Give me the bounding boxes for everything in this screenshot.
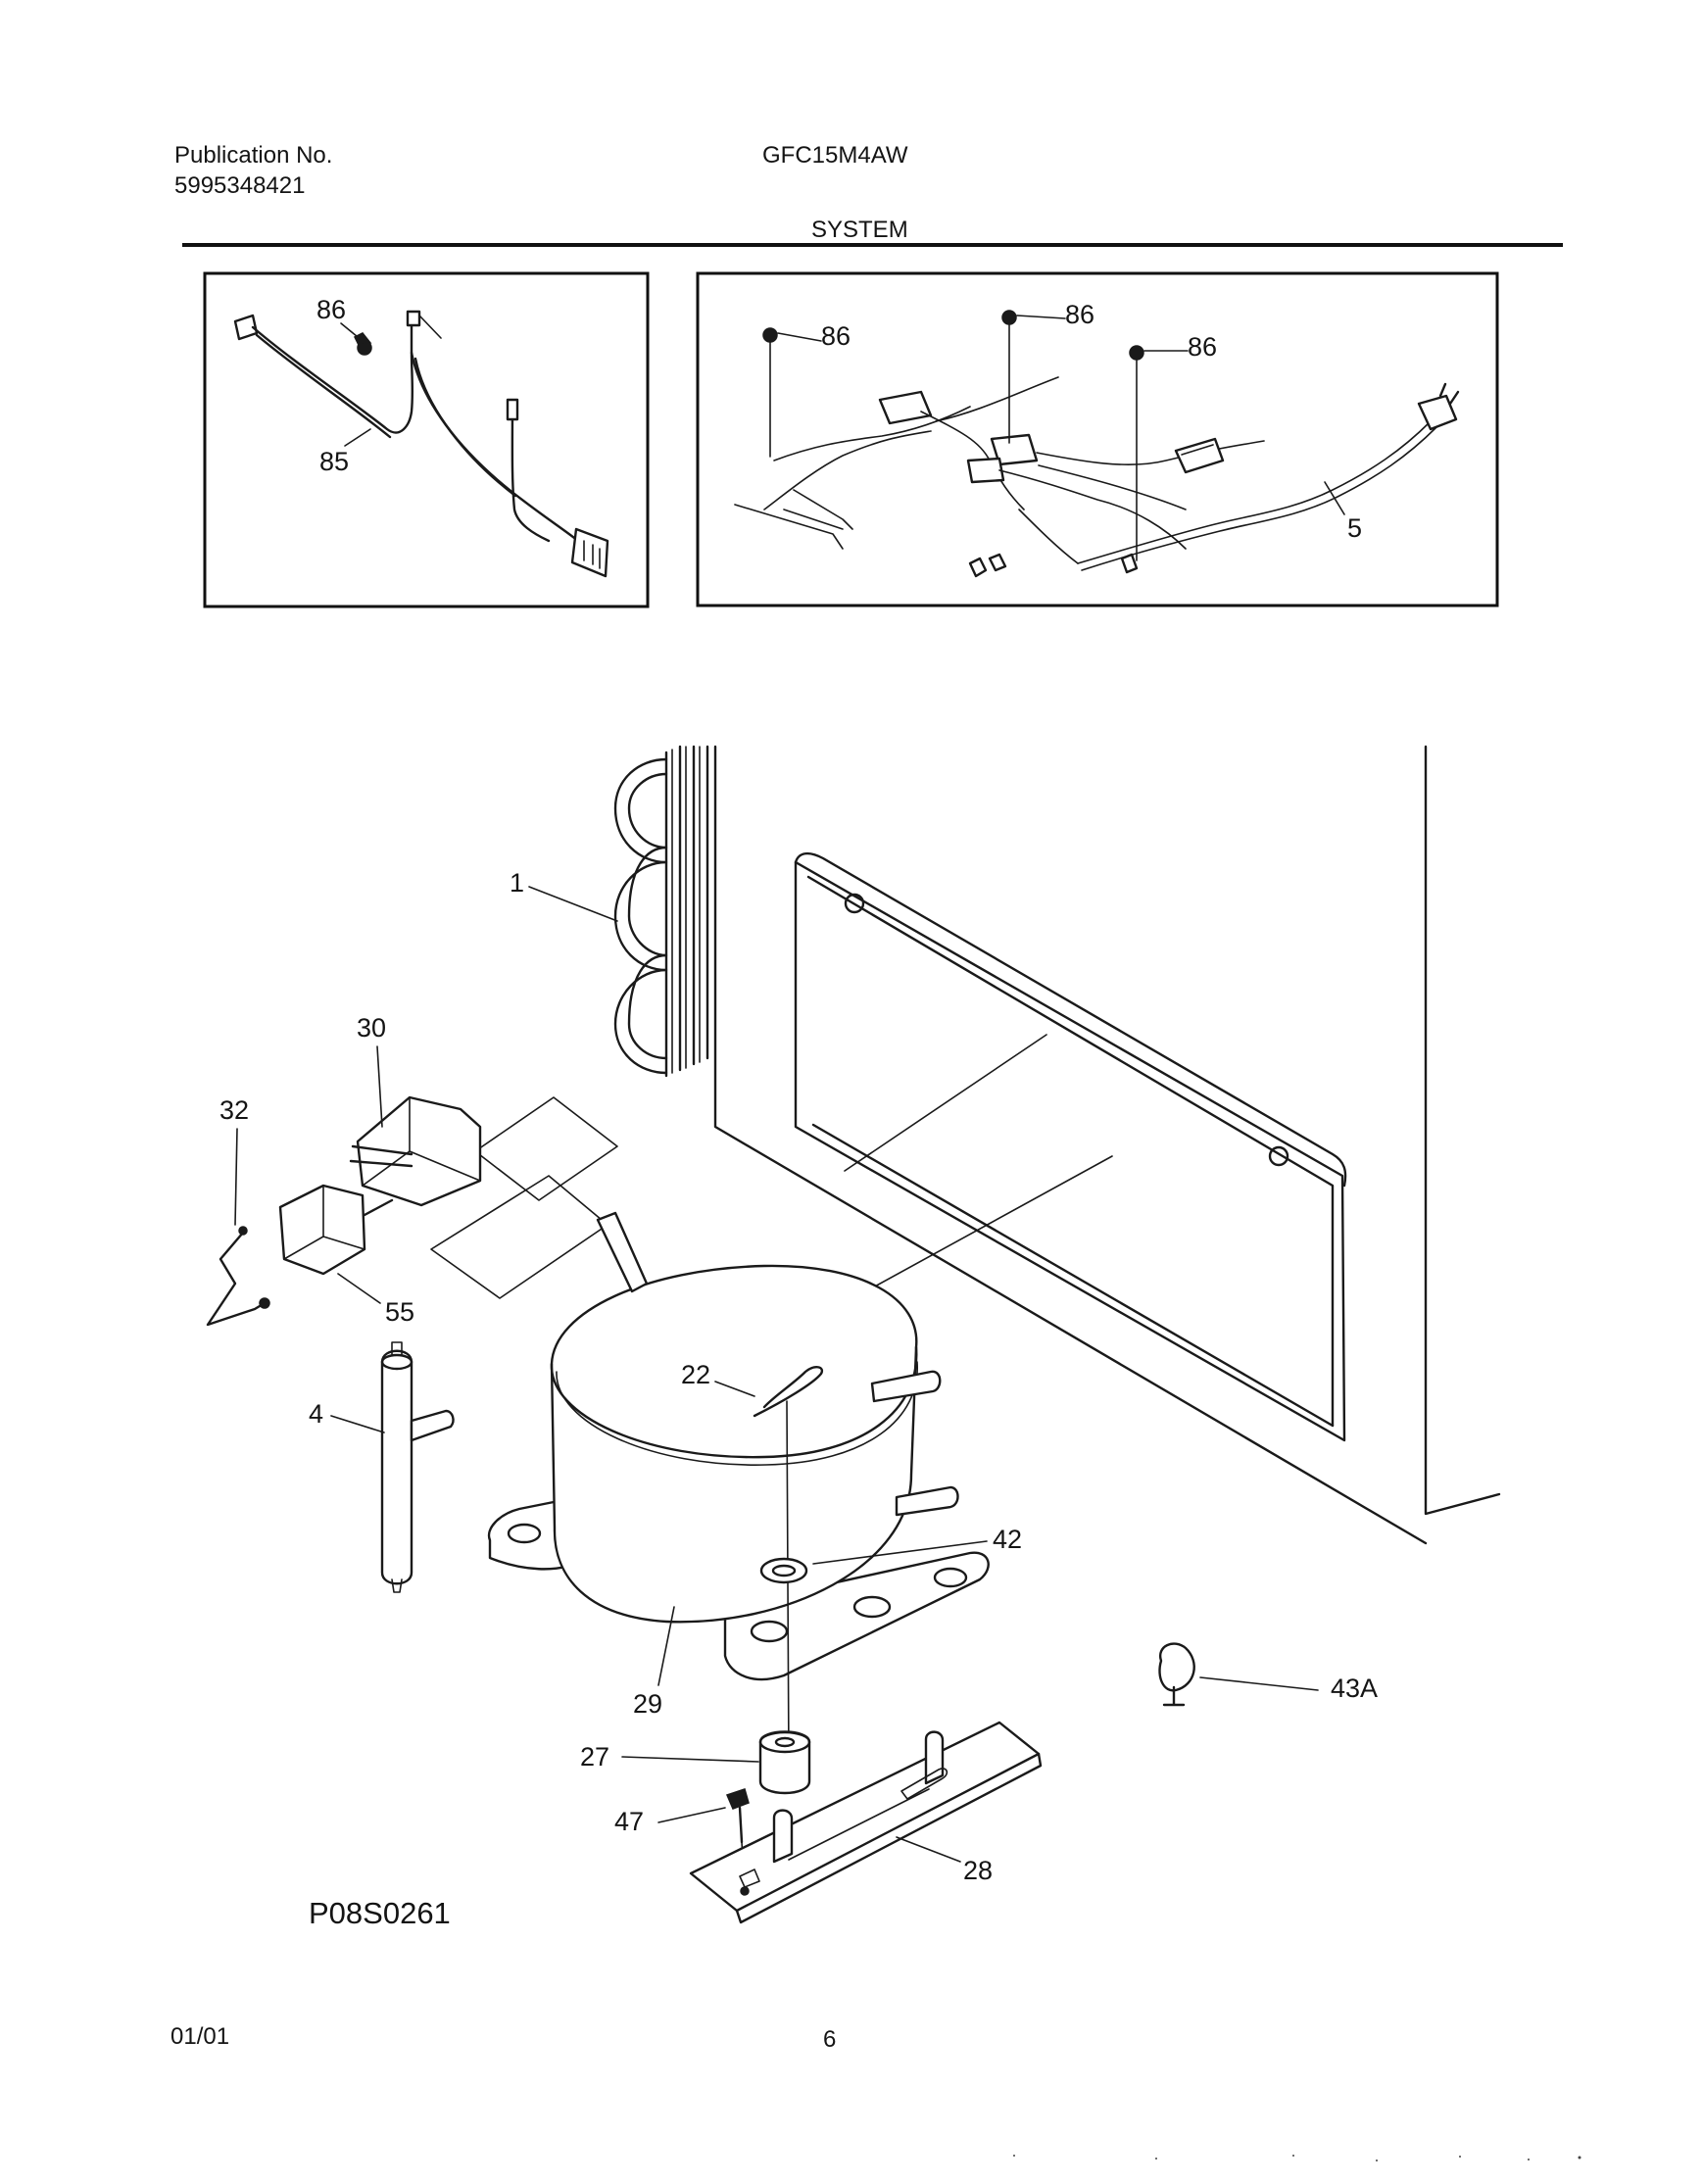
footer-date: 01/01 (170, 2023, 230, 2050)
power-cord-drawing (734, 310, 1460, 578)
callout-86-b: 86 (1065, 300, 1094, 329)
callout-4: 4 (309, 1399, 323, 1429)
publication-label: Publication No. (174, 142, 333, 169)
inset-left-frame (203, 271, 650, 608)
mounting-grommet-27-icon (758, 1730, 811, 1795)
callout-47: 47 (614, 1807, 644, 1836)
filter-dryer-drawing (380, 1341, 455, 1593)
callout-85: 85 (319, 447, 349, 476)
relay-assembly-drawing (206, 1095, 618, 1327)
screw-86-icon (1129, 345, 1144, 361)
publication-number: 5995348421 (174, 172, 306, 199)
model-number: GFC15M4AW (762, 142, 908, 169)
callout-42: 42 (993, 1525, 1022, 1554)
plug-icon (1417, 394, 1458, 431)
inset-right-frame (696, 271, 1499, 607)
diagram-code: P08S0261 (309, 1896, 451, 1930)
condenser-coil-drawing (613, 745, 709, 1078)
harness-85-drawing (233, 310, 609, 578)
mounting-rail-28-drawing (689, 1721, 1043, 1924)
callout-30: 30 (357, 1013, 386, 1043)
callout-32: 32 (219, 1095, 249, 1125)
screw-86-icon (762, 327, 778, 343)
inset-left: 86 85 (203, 271, 650, 608)
section-title: SYSTEM (811, 217, 908, 243)
compressor-drawing (487, 1211, 990, 1681)
callout-5: 5 (1347, 513, 1362, 543)
callout-86-a: 86 (821, 321, 851, 351)
callout-28: 28 (963, 1856, 993, 1885)
clip-22-icon (753, 1366, 824, 1418)
callout-1: 1 (510, 868, 524, 898)
clamp-43a-icon (1158, 1642, 1195, 1707)
grommet-42-icon (759, 1557, 808, 1584)
callout-86-c: 86 (1188, 332, 1217, 362)
callout-29: 29 (633, 1689, 662, 1719)
cabinet-drawing (713, 745, 1501, 1545)
callout-22: 22 (681, 1360, 710, 1389)
scan-noise (1013, 2155, 1581, 2161)
page-number: 6 (823, 2026, 837, 2053)
callout-27: 27 (580, 1742, 609, 1771)
screw-86-icon (1001, 310, 1017, 325)
callout-86-left: 86 (316, 295, 346, 324)
inset-right: 86 86 86 5 (696, 271, 1499, 607)
callout-43a: 43A (1331, 1674, 1378, 1703)
callout-55: 55 (385, 1297, 414, 1327)
